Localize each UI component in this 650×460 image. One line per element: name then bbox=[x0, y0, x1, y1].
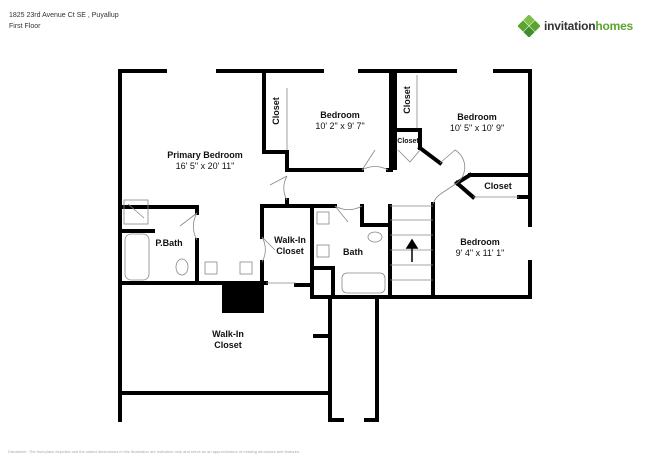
disclaimer-text: Disclaimer: The floorplans depicted and … bbox=[8, 449, 301, 454]
room-primary-bedroom-name: Primary Bedroom bbox=[167, 150, 243, 160]
logo-text: invitationhomes bbox=[544, 19, 633, 33]
room-bedroom-1-dims: 10' 2" x 9' 7" bbox=[315, 121, 364, 131]
room-bedroom-3-name: Bedroom bbox=[460, 237, 500, 247]
room-walkin-closet-1-line2: Closet bbox=[276, 246, 304, 256]
room-closet-3-name: Closet bbox=[397, 138, 419, 145]
logo-text-second: homes bbox=[595, 19, 634, 33]
room-bath-name: Bath bbox=[343, 247, 363, 257]
invitation-homes-logo: invitationhomes bbox=[518, 15, 633, 37]
address-header: 1825 23rd Avenue Ct SE , Puyallup First … bbox=[9, 10, 119, 32]
room-walkin-closet-2-line2: Closet bbox=[214, 340, 242, 350]
logo-text-first: invitation bbox=[544, 19, 596, 33]
address-text: 1825 23rd Avenue Ct SE , Puyallup bbox=[9, 12, 119, 19]
room-bedroom-2-dims: 10' 5" x 10' 9" bbox=[450, 123, 504, 133]
room-p-bath-name: P.Bath bbox=[155, 238, 182, 248]
room-closet-4-name: Closet bbox=[484, 181, 512, 191]
logo-icon bbox=[518, 15, 540, 37]
room-primary-bedroom-dims: 16' 5" x 20' 11" bbox=[176, 161, 235, 171]
room-walkin-closet-1-line1: Walk-In bbox=[274, 235, 306, 245]
room-closet-2-name: Closet bbox=[402, 86, 412, 114]
room-bedroom-3-dims: 9' 4" x 11' 1" bbox=[456, 248, 505, 258]
chimney-block bbox=[222, 283, 264, 313]
room-closet-1-name: Closet bbox=[271, 97, 281, 125]
room-walkin-closet-2-line1: Walk-In bbox=[212, 329, 244, 339]
floor-label: First Floor bbox=[9, 23, 41, 30]
room-bedroom-2-name: Bedroom bbox=[457, 112, 497, 122]
room-bedroom-1-name: Bedroom bbox=[320, 110, 360, 120]
